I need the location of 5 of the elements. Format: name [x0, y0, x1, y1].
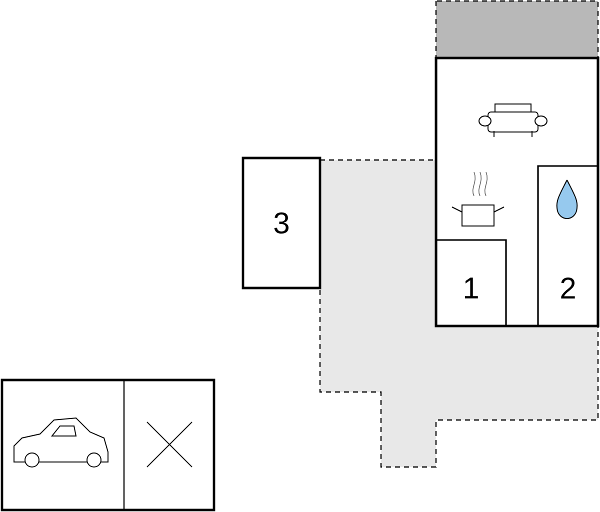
room-box: 1 — [435, 239, 507, 327]
room-box: 3 — [242, 156, 322, 290]
room-box: 2 — [537, 165, 599, 327]
building-outline — [434, 56, 600, 328]
terrace-area — [435, 0, 599, 59]
